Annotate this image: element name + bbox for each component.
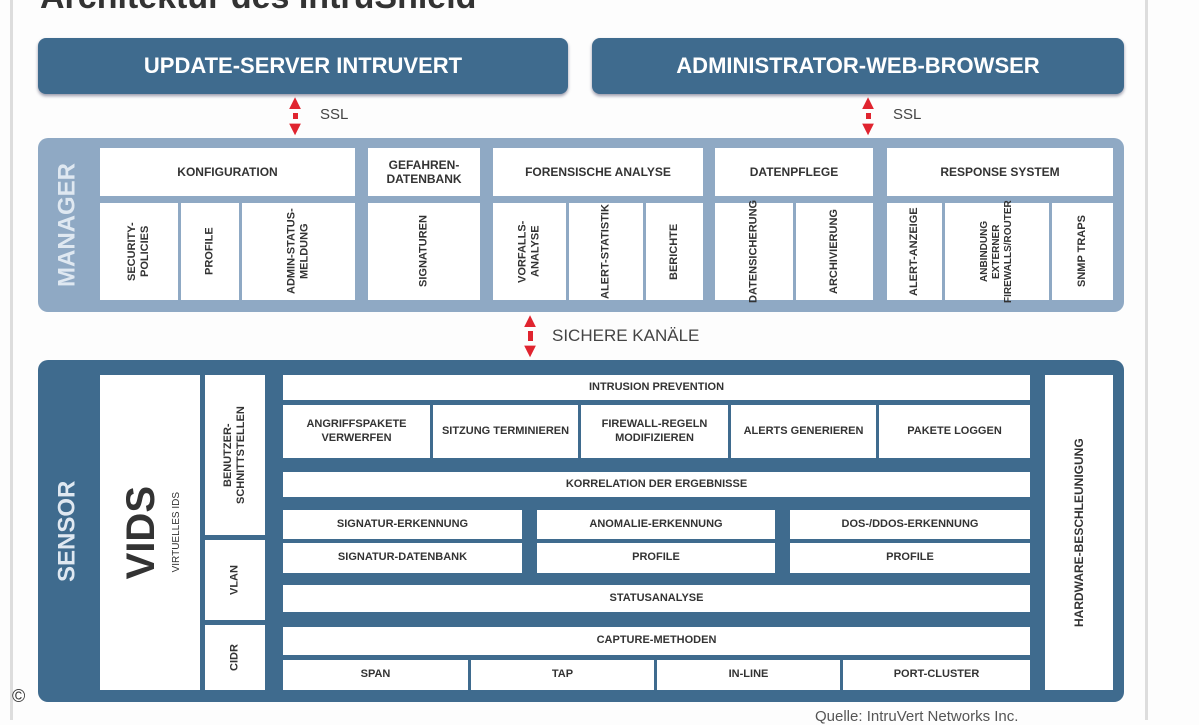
group-item: ADMIN-STATUS-MELDUNG	[242, 203, 355, 300]
detection-title: SIGNATUR-ERKENNUNG	[283, 510, 522, 539]
detection-sub: SIGNATUR-DATENBANK	[283, 543, 522, 573]
group-title: FORENSISCHE ANALYSE	[493, 148, 703, 196]
ssl-label: SSL	[893, 106, 922, 123]
ip-item: PAKETE LOGGEN	[879, 405, 1030, 458]
detection-title: DOS-/DDOS-ERKENNUNG	[790, 510, 1030, 539]
correlation: KORRELATION DER ERGEBNISSE	[283, 472, 1030, 497]
frame	[10, 0, 1148, 720]
update-server-box: UPDATE-SERVER INTRUVERT	[38, 38, 568, 94]
capture-item: TAP	[471, 660, 654, 690]
status-analysis: STATUSANALYSE	[283, 585, 1030, 612]
group-item: BERICHTE	[646, 203, 703, 300]
ssl-label: SSL	[320, 106, 349, 123]
capture-item: SPAN	[283, 660, 468, 690]
capture-methods: CAPTURE-METHODEN	[283, 627, 1030, 655]
group-item: SNMP TRAPS	[1052, 203, 1113, 300]
detection-sub: PROFILE	[790, 543, 1030, 573]
group-title: GEFAHREN-DATENBANK	[368, 148, 480, 196]
group-title: RESPONSE SYSTEM	[887, 148, 1113, 196]
vids-title: VIDS	[119, 485, 163, 580]
group-item: PROFILE	[181, 203, 239, 300]
hardware-acceleration: HARDWARE-BESCHLEUNIGUNG	[1045, 375, 1113, 690]
interface-box: VLAN	[205, 540, 265, 620]
secure-channel-arrow-icon: ▲▼	[520, 310, 540, 362]
vids-subtitle: VIRTUELLES IDS	[171, 492, 182, 573]
admin-browser-box: ADMINISTRATOR-WEB-BROWSER	[592, 38, 1124, 94]
ip-item: ANGRIFFSPAKETE VERWERFEN	[283, 405, 430, 458]
copyright-mark: ©	[12, 686, 26, 706]
group-item: ANBINDUNG EXTERNER FIREWALLS/ROUTER	[945, 200, 1049, 303]
source-note: Quelle: IntruVert Networks Inc.	[815, 708, 1019, 725]
group-item: SIGNATUREN	[368, 203, 480, 300]
ip-item: ALERTS GENERIEREN	[731, 405, 876, 458]
group-item: ALERT-STATISTIK	[569, 203, 643, 300]
group-item: SECURITY-POLICIES	[100, 203, 178, 300]
ssl-arrow-icon: ▲▼	[285, 92, 305, 140]
interface-box: CIDR	[205, 625, 265, 690]
ip-item: FIREWALL-REGELN MODIFIZIEREN	[581, 405, 728, 458]
group-item: VORFALLS-ANALYSE	[493, 203, 566, 300]
secure-channels-label: SICHERE KANÄLE	[552, 326, 700, 345]
vids-box: VIDS VIRTUELLES IDS	[100, 375, 200, 690]
manager-label: MANAGER	[53, 163, 81, 287]
diagram-title: Architektur des IntruShield	[40, 0, 476, 17]
group-item: ARCHIVIERUNG	[796, 203, 873, 300]
ip-item: SITZUNG TERMINIEREN	[433, 405, 578, 458]
capture-item: IN-LINE	[657, 660, 840, 690]
group-title: DATENPFLEGE	[715, 148, 873, 196]
capture-item: PORT-CLUSTER	[843, 660, 1030, 690]
intrusion-prevention: INTRUSION PREVENTION	[283, 375, 1030, 400]
group-title: KONFIGURATION	[100, 148, 355, 196]
detection-sub: PROFILE	[537, 543, 775, 573]
detection-title: ANOMALIE-ERKENNUNG	[537, 510, 775, 539]
sensor-label: SENSOR	[53, 480, 81, 582]
ssl-arrow-icon: ▲▼	[858, 92, 878, 140]
interface-box: BENUTZER-SCHNITTSTELLEN	[205, 375, 265, 535]
group-item: DATENSICHERUNG	[715, 200, 793, 303]
group-item: ALERT-ANZEIGE	[887, 203, 942, 300]
